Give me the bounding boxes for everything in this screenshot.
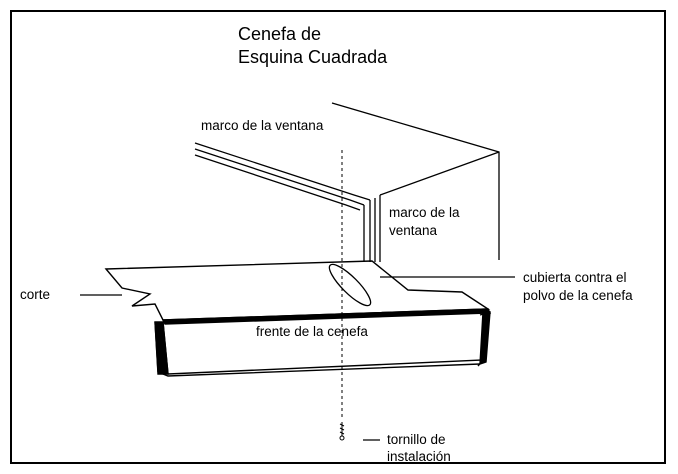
label-dust-cover-2: polvo de la cenefa — [523, 288, 633, 303]
label-valance-front: frente de la cenefa — [256, 324, 368, 339]
window-frame-drawing — [194, 102, 500, 262]
label-screw-1: tornillo de — [387, 432, 446, 447]
label-cut: corte — [20, 287, 50, 302]
label-window-frame-side-1: marco de la — [389, 205, 460, 220]
leader-lines — [80, 276, 515, 441]
dust-cover-oval — [328, 263, 372, 307]
label-window-frame-side-2: ventana — [389, 223, 438, 238]
title-line-1: Cenefa de — [238, 24, 321, 44]
label-dust-cover-1: cubierta contra el — [523, 270, 627, 285]
screw-icon — [339, 422, 345, 441]
label-screw-2: instalación — [387, 449, 451, 464]
title-line-2: Esquina Cuadrada — [238, 47, 388, 67]
valance-drawing — [104, 260, 492, 377]
diagram-frame — [10, 10, 666, 464]
label-window-frame-top: marco de la ventana — [201, 118, 324, 133]
